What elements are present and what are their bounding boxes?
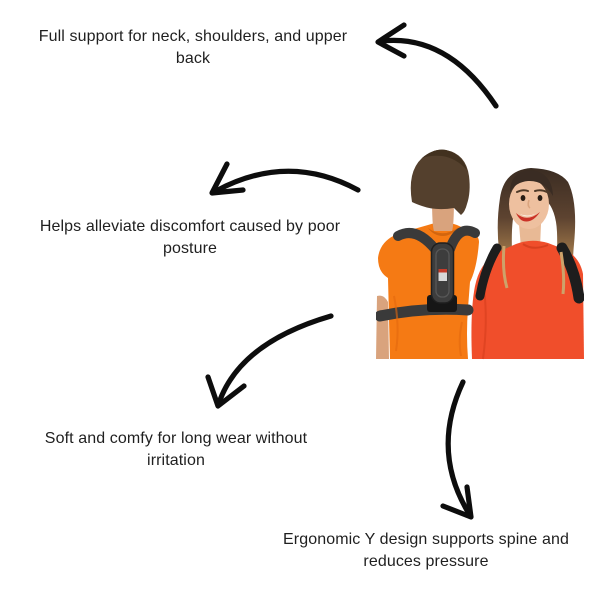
shirt-collar xyxy=(428,227,459,236)
woman-front-view xyxy=(471,168,584,360)
sweater-neckline xyxy=(522,243,549,249)
callout-neck-shoulder-support: Full support for neck, shoulders, and up… xyxy=(15,26,371,70)
hair-strand xyxy=(559,251,566,295)
callout-text-line: Full support for neck, shoulders, and up… xyxy=(38,28,348,45)
woman-sweater xyxy=(471,240,584,359)
nose xyxy=(527,199,531,209)
man-back-view xyxy=(376,149,480,359)
callout-soft-comfy: Soft and comfy for long wear without irr… xyxy=(11,428,341,472)
teeth xyxy=(520,213,536,217)
smiling-lips xyxy=(516,212,540,222)
product-photo xyxy=(376,146,584,360)
harness-strap-right xyxy=(445,225,480,254)
callout-text-line: Helps alleviate discomfort caused by poo… xyxy=(39,218,341,235)
harness-strap-left xyxy=(393,228,440,254)
harness-belt xyxy=(376,303,474,322)
eyebrow xyxy=(516,189,529,193)
eye xyxy=(520,195,526,201)
harness-label-tag xyxy=(438,269,447,281)
posture-strap-left xyxy=(475,243,502,301)
posture-corrector-photo-illustration xyxy=(376,149,584,360)
hair-strand xyxy=(501,245,509,289)
man-arm xyxy=(376,295,389,359)
man-hair-crown xyxy=(422,149,467,170)
callout-text-line: irritation xyxy=(147,452,205,469)
callout-ergonomic-y-design: Ergonomic Y design supports spine and re… xyxy=(256,529,596,573)
posture-strap-right xyxy=(556,242,584,304)
callout-text-line: Ergonomic Y design supports spine and xyxy=(283,531,569,548)
callout-text-line: reduces pressure xyxy=(363,553,489,570)
callout-text-line: Soft and comfy for long wear without xyxy=(44,430,308,447)
harness-pad-stitching xyxy=(435,248,450,298)
callout-text-line: back xyxy=(175,50,211,67)
woman-hair-fringe xyxy=(510,170,553,196)
callout-text-line: posture xyxy=(162,240,218,257)
eyebrow xyxy=(534,189,548,193)
eye xyxy=(537,195,543,201)
curved-arrow-icon-lower-left xyxy=(205,313,334,409)
curved-arrow-icon-middle-left xyxy=(209,161,361,196)
harness-label-stripe xyxy=(438,269,447,273)
curved-arrow-icon-top xyxy=(375,22,499,109)
shirt-fold xyxy=(458,321,463,357)
man-hair xyxy=(410,149,470,215)
shirt-fold xyxy=(393,295,399,352)
curved-arrow-icon-bottom-right xyxy=(440,379,474,520)
callout-discomfort-relief: Helps alleviate discomfort caused by poo… xyxy=(12,216,368,260)
